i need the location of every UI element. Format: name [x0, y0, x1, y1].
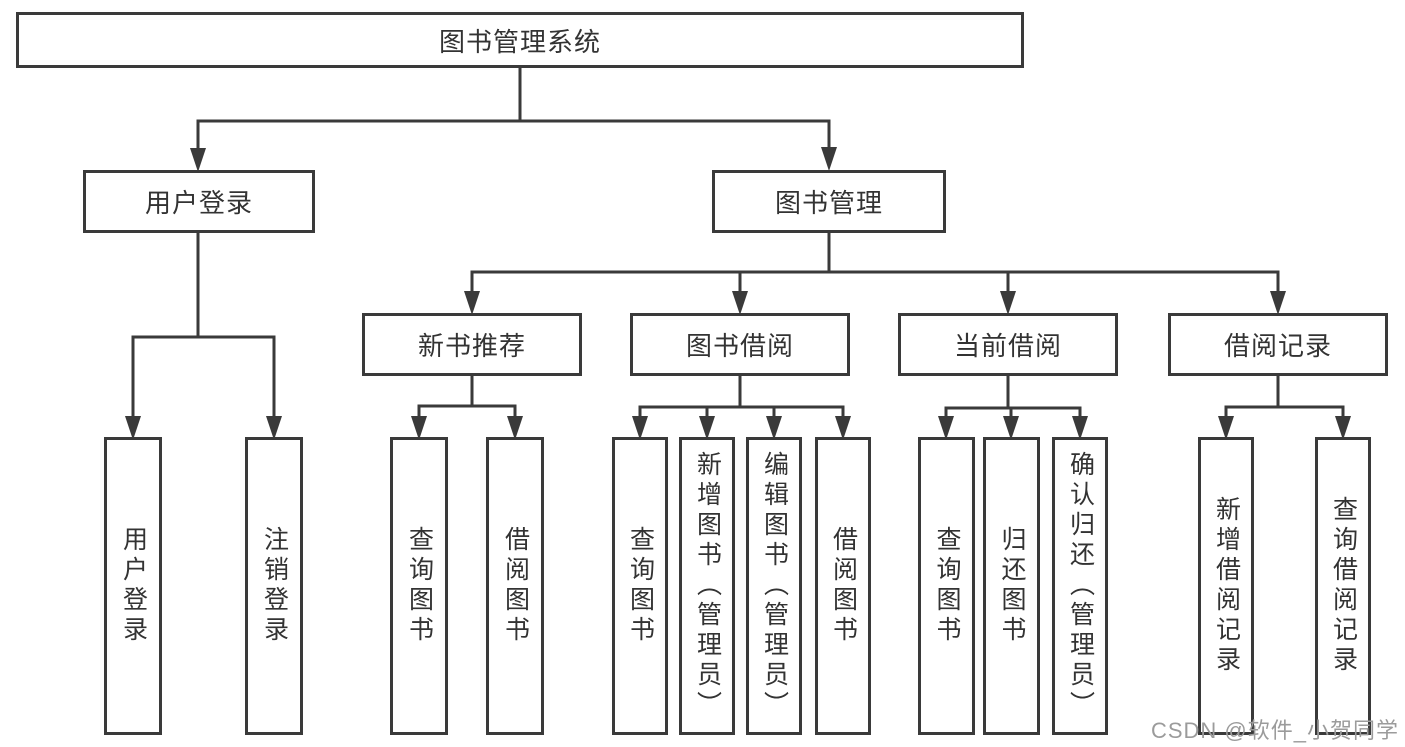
- node-label: 编辑图书（管理员）: [760, 451, 789, 721]
- arrow-down-icon: [821, 147, 837, 171]
- node-label: 新书推荐: [417, 331, 526, 361]
- arrow-down-icon: [732, 291, 748, 315]
- leaf-current-return-book: 归还图书: [983, 437, 1040, 735]
- node-book-borrow: 图书借阅: [630, 313, 850, 376]
- node-label: 图书借阅: [685, 331, 794, 361]
- node-label: 查询图书: [405, 526, 434, 646]
- leaf-borrow-borrow-book: 借阅图书: [815, 437, 871, 735]
- leaf-current-query-book: 查询图书: [918, 437, 975, 735]
- csdn-watermark: CSDN @软件_小贺同学: [1150, 718, 1399, 743]
- node-label: 确认归还（管理员）: [1066, 451, 1095, 721]
- node-borrow-records: 借阅记录: [1168, 313, 1388, 376]
- node-new-book-recommend: 新书推荐: [362, 313, 582, 376]
- node-label: 查询图书: [933, 526, 961, 646]
- node-label: 借阅图书: [829, 526, 858, 646]
- node-user-login: 用户登录: [83, 170, 315, 233]
- leaf-current-confirm-return-admin: 确认归还（管理员）: [1052, 437, 1108, 735]
- node-book-management: 图书管理: [712, 170, 946, 233]
- leaf-recommend-borrow-book: 借阅图书: [486, 437, 544, 735]
- leaf-borrow-edit-book-admin: 编辑图书（管理员）: [746, 437, 802, 735]
- leaf-records-add-record: 新增借阅记录: [1198, 437, 1254, 735]
- leaf-recommend-query-book: 查询图书: [390, 437, 448, 735]
- connector-currentborrow-group: [938, 374, 1088, 440]
- node-label: 图书管理: [774, 188, 883, 218]
- node-label: 借阅记录: [1223, 331, 1332, 361]
- node-label: 注销登录: [260, 526, 289, 646]
- leaf-user-login: 用户登录: [104, 437, 162, 735]
- node-label: 归还图书: [998, 526, 1026, 646]
- arrow-down-icon: [1000, 291, 1016, 315]
- arrow-down-icon: [464, 291, 480, 315]
- connector-bookborrow-group: [632, 374, 851, 440]
- connector-userlogin-group: [125, 231, 282, 440]
- node-label: 查询借阅记录: [1329, 496, 1358, 676]
- node-label: 新增借阅记录: [1212, 496, 1241, 676]
- node-label: 图书管理系统: [438, 26, 601, 57]
- node-label: 查询图书: [626, 526, 655, 646]
- node-current-borrow: 当前借阅: [898, 313, 1118, 376]
- leaf-logout: 注销登录: [245, 437, 303, 735]
- leaf-borrow-add-book-admin: 新增图书（管理员）: [679, 437, 735, 735]
- node-root: 图书管理系统: [16, 12, 1024, 68]
- arrow-down-icon: [1270, 291, 1286, 315]
- connector-borrowrecords-group: [1218, 374, 1351, 440]
- connector-newbook-group: [411, 374, 523, 440]
- node-label: 借阅图书: [501, 526, 530, 646]
- node-label: 用户登录: [119, 526, 148, 646]
- node-label: 新增图书（管理员）: [693, 451, 722, 721]
- connector-bookmgmt-to-level3: [464, 231, 1286, 315]
- leaf-borrow-query-book: 查询图书: [612, 437, 668, 735]
- node-label: 当前借阅: [953, 331, 1062, 361]
- arrow-down-icon: [190, 148, 206, 172]
- node-label: 用户登录: [144, 188, 253, 218]
- leaf-records-query-record: 查询借阅记录: [1315, 437, 1371, 735]
- connector-root-to-level2: [190, 66, 837, 172]
